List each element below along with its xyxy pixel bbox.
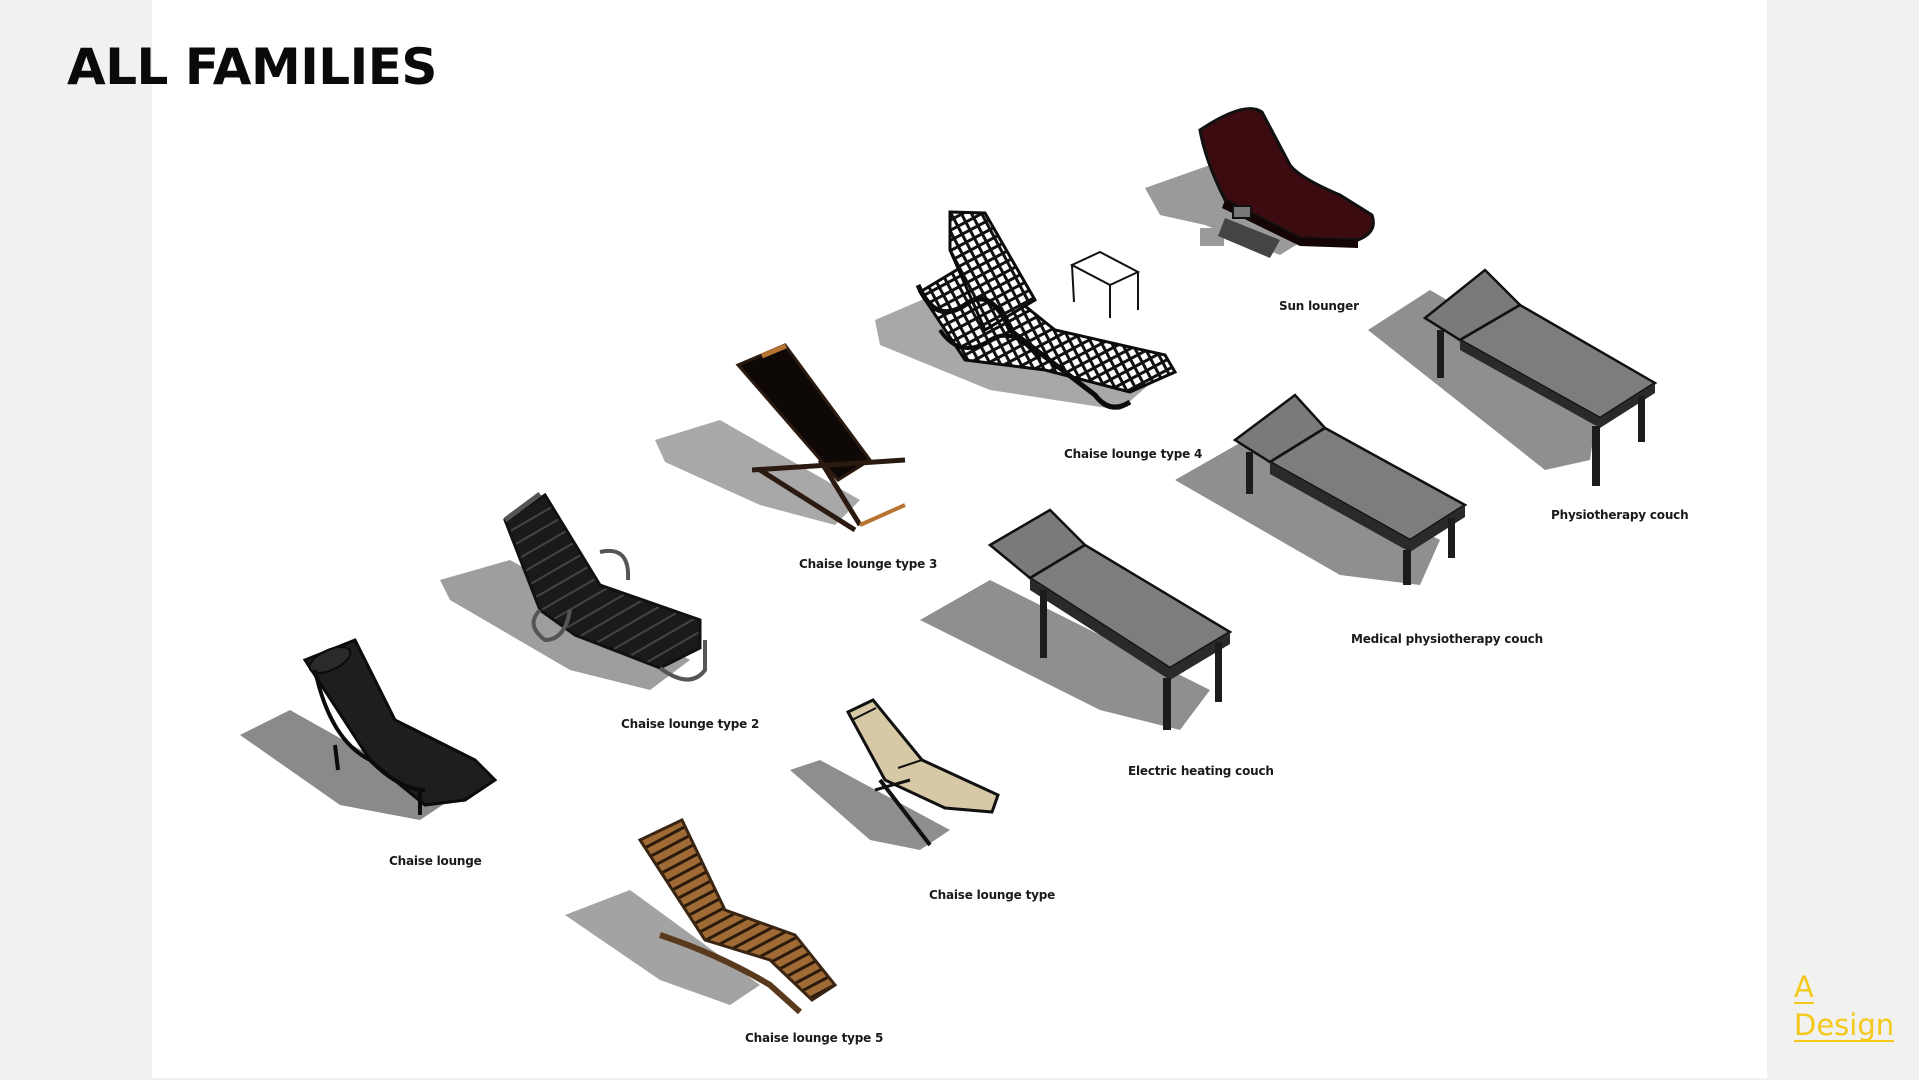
electric-heating-couch-icon	[920, 508, 1233, 730]
chaise-lounge-icon	[240, 638, 498, 820]
chaise-lounge-type-5-icon	[565, 818, 838, 1015]
brand-logo: A Design	[1794, 970, 1895, 1048]
left-margin-band	[0, 0, 152, 1080]
physiotherapy-couch-icon	[1368, 268, 1658, 486]
family-label-chaise-lounge-type-3: Chaise lounge type 3	[799, 557, 938, 571]
family-label-electric-heating-couch: Electric heating couch	[1128, 764, 1274, 778]
right-margin-band	[1767, 0, 1919, 1080]
page-title: ALL FAMILIES	[67, 38, 437, 96]
sun-lounger-icon	[1145, 107, 1375, 258]
content-canvas	[152, 0, 1767, 1078]
family-label-chaise-lounge-type: Chaise lounge type	[929, 888, 1056, 902]
family-label-physiotherapy-couch: Physiotherapy couch	[1551, 508, 1689, 522]
chaise-lounge-type-3-icon	[655, 343, 906, 533]
medical-physiotherapy-couch-icon	[1175, 393, 1468, 585]
logo-line-2: Design	[1794, 1008, 1895, 1042]
chaise-lounge-type-4-icon	[875, 210, 1178, 410]
family-label-chaise-lounge-type-4: Chaise lounge type 4	[1064, 447, 1203, 461]
family-label-chaise-lounge-type-5: Chaise lounge type 5	[745, 1031, 884, 1045]
family-label-sun-lounger: Sun lounger	[1279, 299, 1359, 313]
family-label-chaise-lounge-type-2: Chaise lounge type 2	[621, 717, 760, 731]
family-label-chaise-lounge: Chaise lounge	[389, 854, 482, 868]
logo-line-1: A	[1794, 970, 1814, 1004]
chaise-lounge-type-2-icon	[440, 491, 707, 690]
family-label-medical-physiotherapy-couch: Medical physiotherapy couch	[1351, 632, 1543, 646]
chaise-lounge-type-icon	[790, 698, 1000, 850]
